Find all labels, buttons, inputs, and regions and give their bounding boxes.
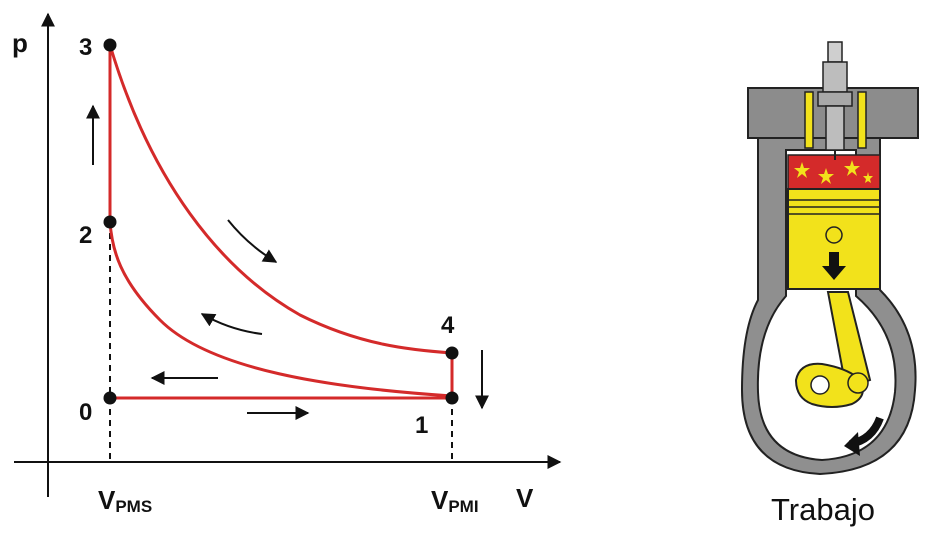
spark-stars [794,160,873,184]
expansion-arrow [227,219,278,263]
point-label-2: 2 [79,222,92,249]
point-3 [103,38,117,52]
y-axis-label: p [12,28,28,58]
point-labels: 0 1 2 3 4 [79,34,455,439]
vpmi-label: VPMI [431,485,479,516]
rotation-arrow-icon [844,416,884,456]
engine-caption: Trabajo [771,492,875,527]
x-axis-label: V [516,483,534,513]
volume-tick-labels: VPMS VPMI [98,485,479,516]
engine-illustration: Trabajo [740,41,919,527]
point-label-1: 1 [415,412,428,439]
direction-arrows [86,104,489,420]
point-2 [103,215,117,229]
down-arrow-icon [822,252,846,280]
point-label-0: 0 [79,399,92,426]
expansion-curve [108,44,453,355]
point-0 [103,391,117,405]
point-label-4: 4 [441,312,455,339]
point-4 [445,346,459,360]
compression-arrow [200,313,263,335]
intake-valve [804,91,814,149]
axes: p V [12,12,562,513]
point-1 [445,391,459,405]
spark-plug-icon [817,41,853,160]
volume-guides [109,222,453,460]
vpms-label: VPMS [98,485,152,516]
cycle-points [103,38,459,405]
otto-cycle [108,44,454,400]
point-label-3: 3 [79,34,92,61]
connecting-rod-icon [794,291,872,408]
exhaust-valve [857,91,867,149]
compression-curve [108,221,453,398]
